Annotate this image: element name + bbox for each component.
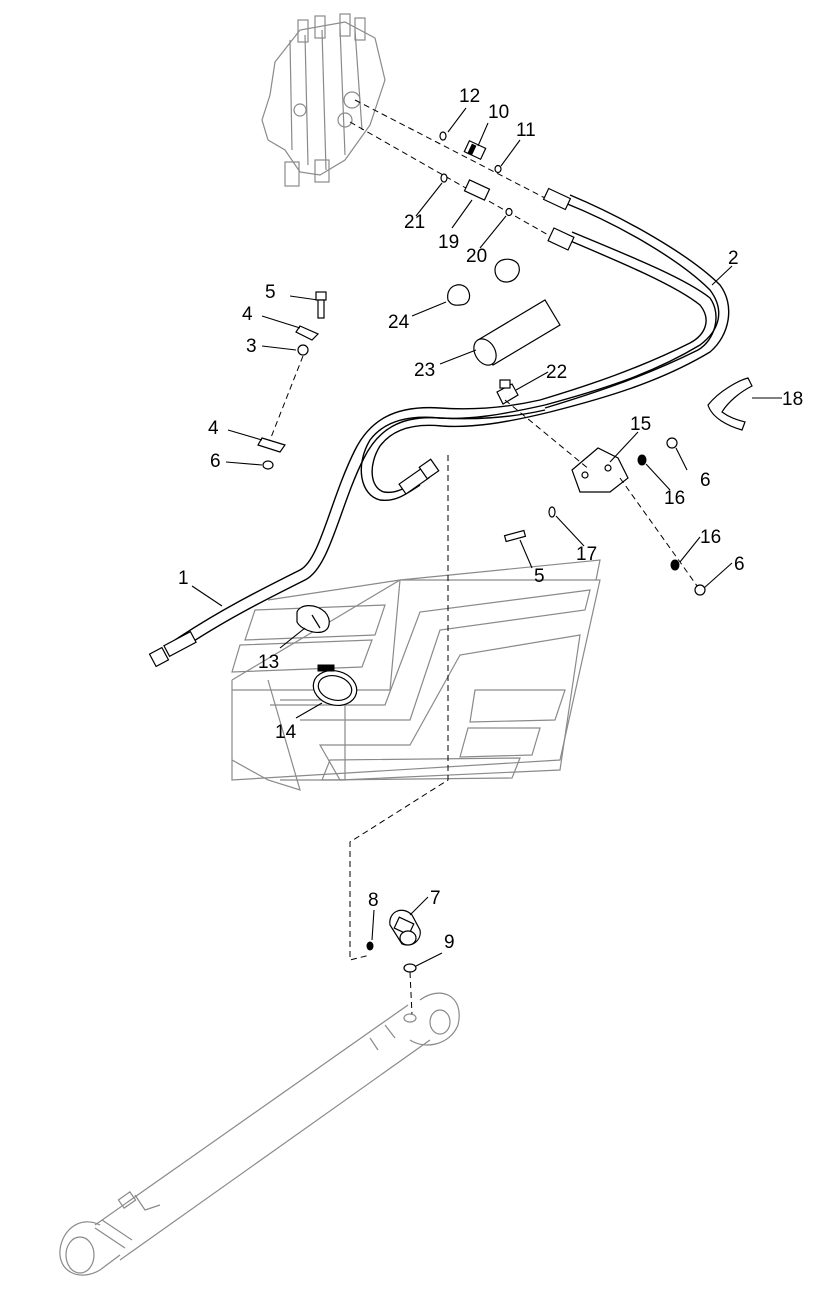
- clamp-24: [447, 284, 471, 306]
- callout-16-lower: 16: [700, 527, 721, 548]
- callout-24: 24: [388, 312, 410, 333]
- callout-9: 9: [444, 932, 455, 953]
- control-valve-block: [261, 13, 386, 187]
- callout-6-left: 6: [210, 451, 221, 472]
- o-ring-21: [440, 173, 448, 183]
- callout-18: 18: [782, 389, 803, 410]
- nut-6-upper-right: [666, 437, 678, 449]
- washer-17: [548, 506, 556, 518]
- callout-3: 3: [246, 336, 257, 357]
- loader-frame-outline: [231, 559, 601, 791]
- callout-10: 10: [488, 102, 509, 123]
- callout-21: 21: [404, 212, 425, 233]
- callout-6-upper-right: 6: [700, 470, 711, 491]
- callout-12: 12: [459, 86, 480, 107]
- callout-20: 20: [466, 246, 487, 267]
- callout-22: 22: [546, 362, 567, 383]
- callout-17: 17: [576, 544, 597, 565]
- washer-16-lower: [670, 559, 680, 571]
- callout-8: 8: [368, 890, 379, 911]
- elbow-fitting-7: [389, 909, 421, 946]
- o-ring-9: [403, 963, 417, 973]
- callout-5-lower: 5: [534, 566, 545, 587]
- valve-port-dash-lower: [349, 121, 551, 237]
- bolt-5-right: [503, 529, 527, 543]
- clip-22: [496, 379, 519, 405]
- hose-2: [539, 187, 730, 413]
- callout-13: 13: [258, 652, 279, 673]
- callout-19: 19: [438, 232, 459, 253]
- hose-route-dash-line: [349, 455, 449, 961]
- callout-6-lower-right: 6: [734, 554, 745, 575]
- band-clamp-14: [312, 664, 358, 706]
- hose-1: [148, 399, 551, 668]
- callout-4-upper: 4: [242, 304, 253, 325]
- callout-4-lower: 4: [208, 418, 219, 439]
- washer-16-upper: [637, 454, 647, 466]
- leader-lines: [191, 107, 782, 967]
- callout-5-upper: 5: [265, 282, 276, 303]
- callout-7: 7: [430, 888, 441, 909]
- o-ring-8: [366, 941, 374, 951]
- o-ring-11: [494, 164, 502, 174]
- bracket-dash-line: [269, 355, 304, 441]
- clamp-band-20: [494, 258, 520, 283]
- callout-2: 2: [728, 248, 739, 269]
- bracket-mount-dash: [504, 399, 701, 591]
- o-ring-12: [439, 131, 447, 141]
- protective-sleeve-23: [473, 299, 561, 366]
- callout-15: 15: [630, 414, 651, 435]
- screw-5-upper: [289, 291, 327, 319]
- callout-16-upper: 16: [664, 488, 685, 509]
- adapter-fitting-19: [463, 179, 491, 201]
- hydraulic-cylinder: [59, 992, 460, 1276]
- nut-6-left: [262, 460, 274, 470]
- clip-4-lower: [257, 437, 286, 453]
- adapter-fitting-10: [463, 139, 487, 161]
- callout-14: 14: [275, 722, 297, 743]
- clip-4-upper: [295, 325, 320, 341]
- valve-port-dash-upper: [354, 99, 546, 199]
- bracket-plate-15: [571, 447, 629, 493]
- cylinder-port-dash: [409, 971, 413, 1016]
- clamp-13: [296, 605, 330, 633]
- o-ring-20: [505, 207, 513, 217]
- nut-6-lower-right: [694, 584, 706, 596]
- callout-23: 23: [414, 360, 435, 381]
- callout-1: 1: [178, 568, 189, 589]
- hose-guard-18: [707, 377, 753, 431]
- spacer-3: [297, 344, 309, 356]
- callout-11: 11: [516, 120, 536, 141]
